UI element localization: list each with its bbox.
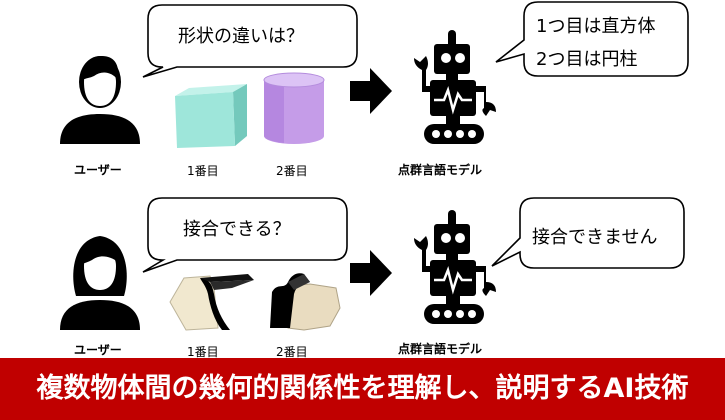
robot-icon [414, 30, 496, 144]
cube-shape [175, 84, 247, 148]
object-1-label: 1番目 [187, 345, 219, 359]
question-bubble [142, 197, 348, 273]
model-label: 点群言語モデル [398, 342, 483, 356]
banner-text: 複数物体間の幾何的関係性を理解し、説明するAI技術 [36, 373, 689, 404]
user-label: ユーザー [74, 163, 122, 177]
female-user-icon [60, 236, 140, 330]
answer-bubble [491, 197, 685, 269]
arrow-right-icon [350, 68, 392, 114]
answer-line-1: 1つ目は直方体 [536, 16, 656, 37]
object-2-label: 2番目 [276, 345, 308, 359]
piece-1-shape [169, 274, 254, 331]
banner [0, 358, 725, 420]
answer-bubble [495, 1, 689, 77]
piece-2-shape [270, 273, 341, 331]
question-text: 形状の違いは？ [178, 26, 304, 47]
cylinder-shape [263, 72, 325, 144]
robot-icon [414, 210, 496, 324]
answer-line-2: 2つ目は円柱 [536, 49, 638, 70]
arrow-right-icon [350, 250, 392, 296]
answer-line-1: 接合できません [532, 227, 658, 248]
question-bubble [142, 4, 358, 78]
object-2-label: 2番目 [276, 164, 308, 178]
user-label: ユーザー [74, 343, 122, 357]
model-label: 点群言語モデル [398, 163, 483, 177]
question-text: 接合できる？ [183, 219, 291, 240]
male-user-icon [60, 56, 140, 144]
object-1-label: 1番目 [187, 164, 219, 178]
